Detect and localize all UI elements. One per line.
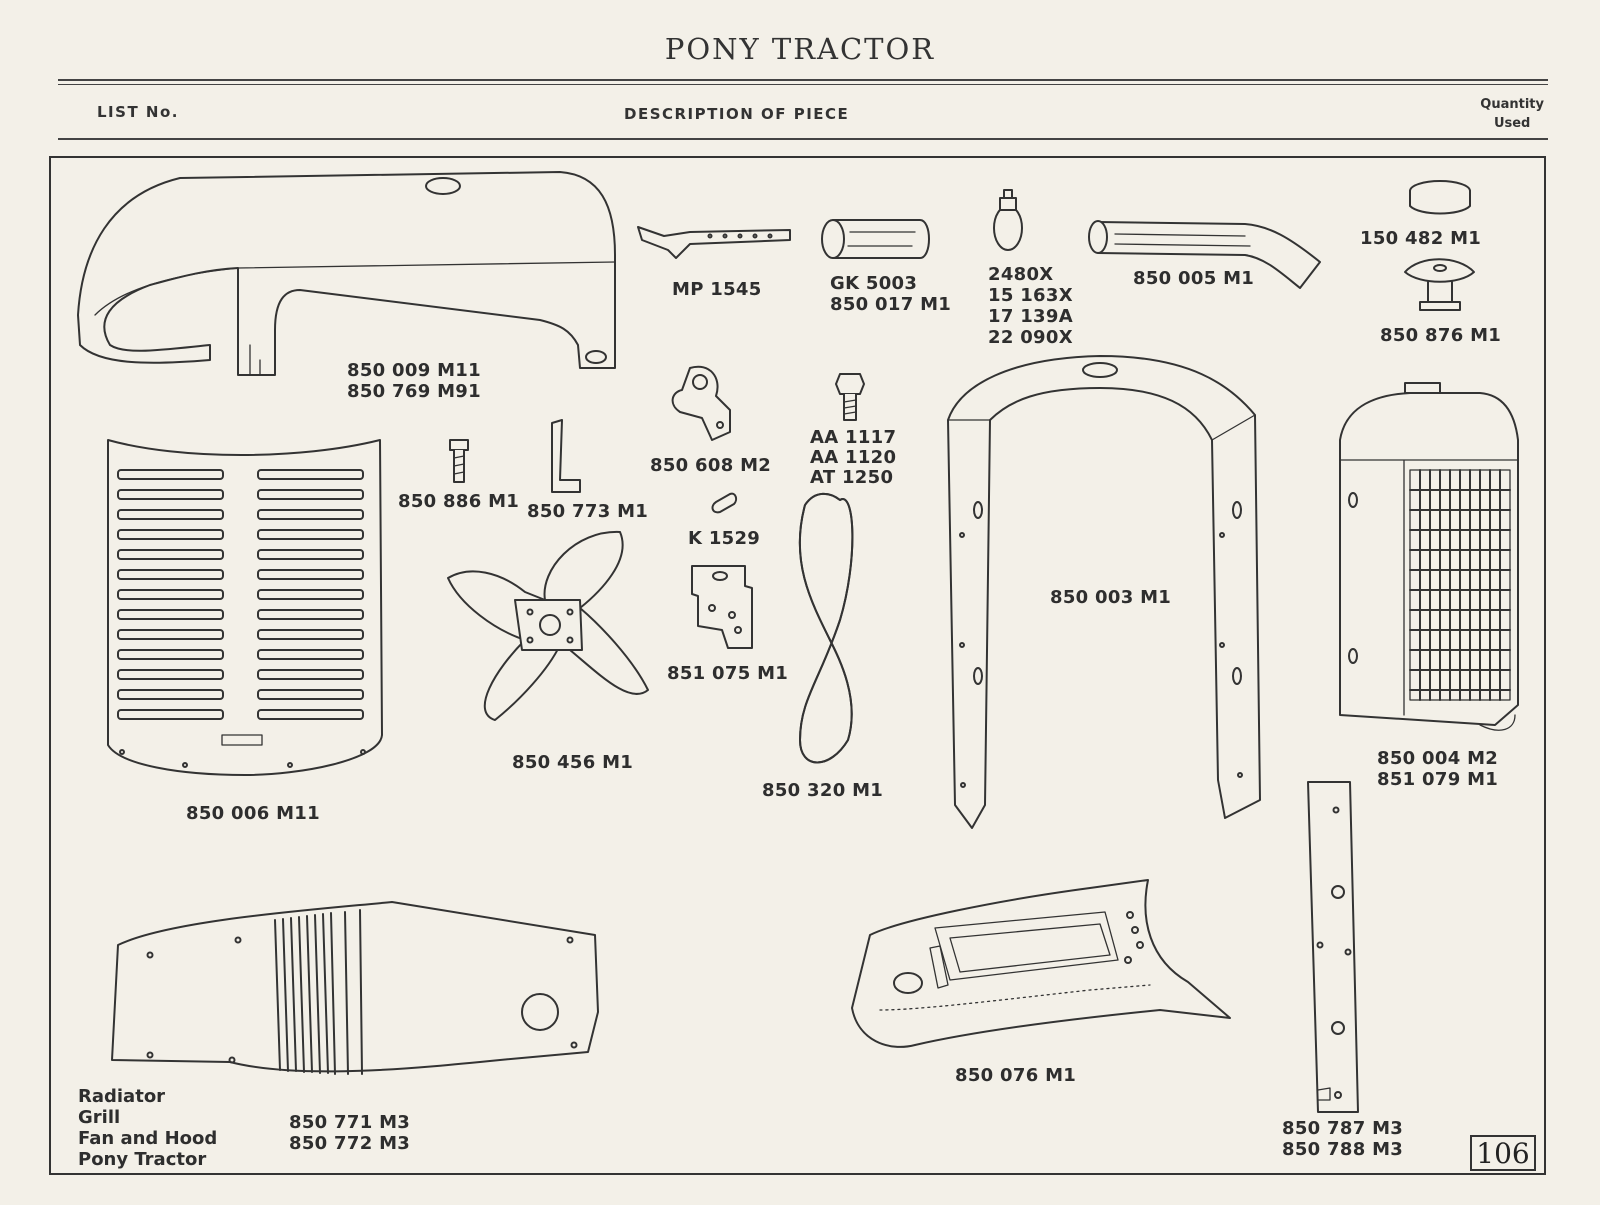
part-number: 850 076 M1 xyxy=(955,1065,1077,1086)
caption-line: Grill xyxy=(78,1107,121,1128)
part-number: 850 772 M3 xyxy=(289,1133,411,1154)
label-straight-hose: GK 5003 850 017 M1 xyxy=(830,273,951,315)
strip-drawing xyxy=(1307,781,1359,1113)
hood-drawing xyxy=(77,171,616,376)
section-caption: Radiator Grill Fan and Hood Pony Tractor xyxy=(78,1086,217,1170)
part-number: 850 017 M1 xyxy=(830,294,952,315)
label-bent-hose: 850 005 M1 xyxy=(1133,268,1254,289)
part-number: 850 006 M11 xyxy=(186,803,320,824)
grill-drawing xyxy=(107,439,383,776)
part-number: GK 5003 xyxy=(830,273,918,294)
label-l-bracket: 850 773 M1 xyxy=(527,501,648,522)
bolt-drawing xyxy=(835,373,865,421)
label-radiator-shell: 850 003 M1 xyxy=(1050,587,1171,608)
label-radiator-cap: 850 876 M1 xyxy=(1380,325,1501,346)
part-number: 850 456 M1 xyxy=(512,752,634,773)
header-quantity-line2: Used xyxy=(1493,116,1531,131)
label-hose-clamp: 2480X 15 163X 17 139A 22 090X xyxy=(988,264,1073,348)
header-quantity-line1: Quantity xyxy=(1480,97,1544,112)
header-rule-bottom xyxy=(58,138,1548,140)
side-panel-drawing xyxy=(111,901,599,1075)
part-number: 850 876 M1 xyxy=(1380,325,1502,346)
diagram-frame xyxy=(49,156,1546,1175)
part-number: 850 003 M1 xyxy=(1050,587,1172,608)
label-small-bracket: 850 608 M2 xyxy=(650,455,771,476)
part-number: 850 320 M1 xyxy=(762,780,884,801)
bracket-plate-drawing xyxy=(691,565,753,649)
hose-clamp-drawing xyxy=(993,189,1023,251)
part-number: K 1529 xyxy=(688,528,761,549)
label-fan-belt: 850 320 M1 xyxy=(762,780,883,801)
page-number: 106 xyxy=(1470,1135,1536,1171)
header-quantity: Quantity Used xyxy=(1480,95,1544,133)
header-rule-top xyxy=(58,79,1548,81)
part-number: 850 886 M1 xyxy=(398,491,520,512)
spacer-drawing xyxy=(711,492,738,514)
dash-panel-drawing xyxy=(851,879,1231,1048)
part-number: 22 090X xyxy=(988,327,1073,348)
label-grill: 850 006 M11 xyxy=(186,803,320,824)
label-bolt: AA 1117 AA 1120 AT 1250 xyxy=(810,428,896,488)
part-number: 2480X xyxy=(988,264,1054,285)
part-number: 850 608 M2 xyxy=(650,455,772,476)
part-number: 850 771 M3 xyxy=(289,1112,411,1133)
header-list-no: LIST No. xyxy=(97,103,179,121)
part-number: 15 163X xyxy=(988,285,1073,306)
part-number: 150 482 M1 xyxy=(1360,228,1482,249)
part-number: 851 075 M1 xyxy=(667,663,789,684)
straight-hose-drawing xyxy=(821,219,930,259)
fan-drawing xyxy=(447,530,649,721)
caption-line: Pony Tractor xyxy=(78,1149,207,1170)
label-spacer: K 1529 xyxy=(688,528,760,549)
part-number: 851 079 M1 xyxy=(1377,769,1499,790)
radiator-shell-drawing xyxy=(947,355,1261,829)
label-radiator: 850 004 M2 851 079 M1 xyxy=(1377,748,1498,790)
small-bracket-drawing xyxy=(671,365,731,441)
label-dash-panel: 850 076 M1 xyxy=(955,1065,1076,1086)
part-number: 17 139A xyxy=(988,306,1073,327)
header-rule-top-thin xyxy=(58,84,1548,85)
radiator-cap-drawing xyxy=(1404,258,1475,311)
caption-line: Radiator xyxy=(78,1086,166,1107)
page-title: PONY TRACTOR xyxy=(664,32,936,66)
part-number: 850 773 M1 xyxy=(527,501,649,522)
cap-drawing xyxy=(1409,180,1471,215)
bent-hose-drawing xyxy=(1088,220,1321,289)
part-number: 850 788 M3 xyxy=(1282,1139,1404,1160)
label-clip: MP 1545 xyxy=(672,279,762,300)
part-number: AT 1250 xyxy=(810,467,894,488)
part-number: 850 769 M91 xyxy=(347,381,481,402)
part-number: 850 009 M11 xyxy=(347,360,481,381)
part-number: 850 004 M2 xyxy=(1377,748,1499,769)
label-small-bolt: 850 886 M1 xyxy=(398,491,519,512)
caption-line: Fan and Hood xyxy=(78,1128,218,1149)
part-number: MP 1545 xyxy=(672,279,762,300)
label-fan: 850 456 M1 xyxy=(512,752,633,773)
label-strip: 850 787 M3 850 788 M3 xyxy=(1282,1118,1403,1160)
part-number: 850 787 M3 xyxy=(1282,1118,1404,1139)
part-number: AA 1117 xyxy=(810,427,897,448)
radiator-drawing xyxy=(1339,382,1519,731)
label-side-panel: 850 771 M3 850 772 M3 xyxy=(289,1112,410,1154)
part-number: AA 1120 xyxy=(810,447,897,468)
label-bracket-plate: 851 075 M1 xyxy=(667,663,788,684)
label-hood: 850 009 M11 850 769 M91 xyxy=(347,360,481,402)
small-bolt-drawing xyxy=(449,439,469,483)
label-cap: 150 482 M1 xyxy=(1360,228,1481,249)
part-number: 850 005 M1 xyxy=(1133,268,1255,289)
header-description: DESCRIPTION OF PIECE xyxy=(624,105,850,123)
clip-drawing xyxy=(637,226,791,259)
l-bracket-drawing xyxy=(551,419,581,493)
fan-belt-drawing xyxy=(798,492,854,764)
